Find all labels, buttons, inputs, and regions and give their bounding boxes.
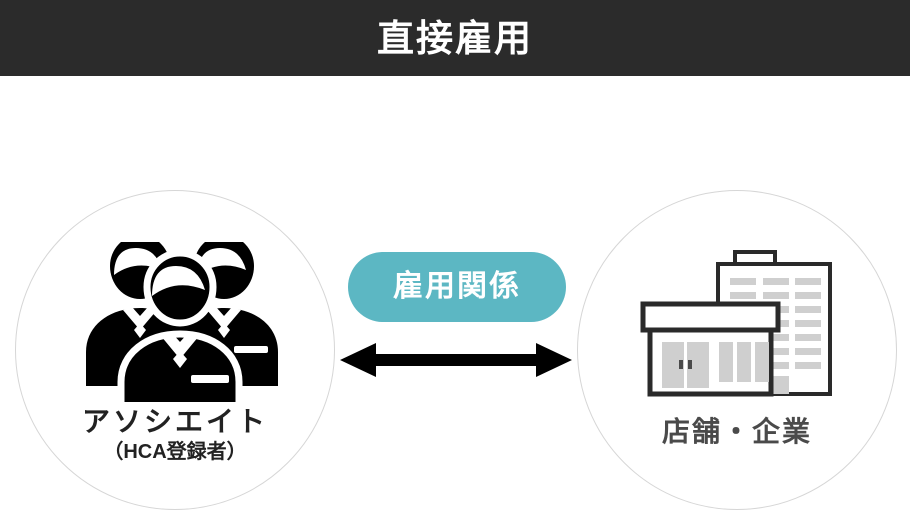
- node-label-associate-main: アソシエイト: [81, 406, 268, 437]
- node-label-store-company-main: 店舗・企業: [661, 416, 812, 447]
- page-title: 直接雇用: [377, 17, 533, 59]
- double-headed-arrow-icon: [336, 340, 576, 380]
- three-people-icon: [48, 235, 288, 419]
- relation-pill: 雇用関係: [348, 252, 566, 322]
- node-label-associate-sub: （HCA登録者）: [103, 441, 247, 464]
- node-label-store-company: 店舗・企業: [577, 416, 897, 447]
- node-label-associate: アソシエイト （HCA登録者）: [15, 406, 335, 464]
- diagram-stage: アソシエイト （HCA登録者） 雇用関係: [0, 76, 910, 522]
- header-bar: 直接雇用: [0, 0, 910, 76]
- store-building-icon: [638, 248, 863, 403]
- relation-pill-label: 雇用関係: [393, 270, 521, 303]
